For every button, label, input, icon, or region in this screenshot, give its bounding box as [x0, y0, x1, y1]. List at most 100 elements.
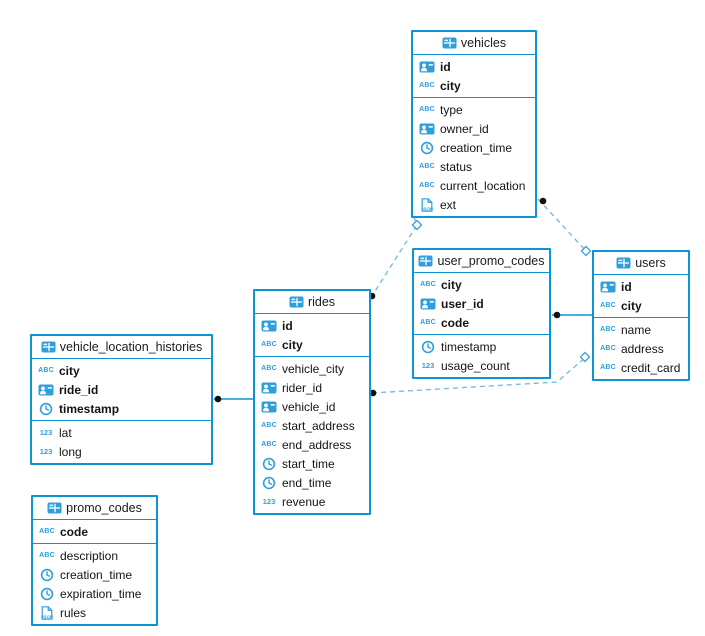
clock-icon — [420, 141, 434, 154]
column-name-label: city — [59, 363, 80, 378]
clock-icon — [262, 476, 276, 489]
column-type-icon-cell: ABC — [260, 341, 278, 348]
column-name-label: status — [440, 159, 473, 174]
column-name-label: type — [440, 102, 463, 117]
column-current_location: ABC current_location — [413, 176, 535, 195]
table-user_promo_codes[interactable]: user_promo_codes ABC city user_id ABC co… — [412, 248, 551, 379]
column-name-label: creation_time — [60, 567, 133, 582]
column-revenue: 123 revenue — [255, 492, 369, 511]
column-creation_time: creation_time — [413, 138, 535, 157]
table-header[interactable]: promo_codes — [33, 497, 156, 520]
table-users[interactable]: users id ABC city ABC name ABC address — [592, 250, 690, 381]
id-badge-icon — [600, 281, 616, 292]
abc-icon: ABC — [261, 365, 277, 372]
column-description: ABC description — [33, 546, 156, 565]
column-rider_id: rider_id — [255, 378, 369, 397]
table-rides[interactable]: rides id ABC city ABC vehicle_city — [253, 289, 371, 515]
primary-key-section: ABC code — [33, 520, 156, 543]
clock-icon — [40, 587, 54, 600]
number-icon: 123 — [421, 361, 435, 370]
table-title: promo_codes — [66, 501, 142, 515]
number-icon: 123 — [39, 428, 53, 437]
table-header[interactable]: users — [594, 252, 688, 275]
table-header[interactable]: vehicles — [413, 32, 535, 55]
table-header[interactable]: vehicle_location_histories — [32, 336, 211, 359]
column-owner_id: owner_id — [413, 119, 535, 138]
column-name-label: rider_id — [282, 380, 323, 395]
column-id: id — [413, 57, 535, 76]
columns-section: ABC type owner_id creation_time ABC stat… — [413, 97, 535, 216]
column-rules: JSON rules — [33, 603, 156, 622]
id-badge-icon — [419, 61, 435, 72]
column-type-icon-cell — [260, 476, 278, 490]
column-type-icon-cell: JSON — [418, 197, 436, 212]
abc-icon: ABC — [600, 302, 616, 309]
column-type: ABC type — [413, 100, 535, 119]
clock-icon — [421, 340, 435, 353]
column-city: ABC city — [255, 335, 369, 354]
table-title: rides — [307, 295, 336, 309]
column-name-label: city — [440, 78, 461, 93]
clock-icon — [40, 568, 54, 581]
column-type-icon-cell: ABC — [260, 365, 278, 372]
column-ride_id: ride_id — [32, 380, 211, 399]
column-type-icon-cell — [419, 340, 437, 354]
column-name-label: end_time — [282, 475, 332, 490]
column-city: ABC city — [32, 361, 211, 380]
column-code: ABC code — [414, 313, 549, 332]
column-name-label: rules — [60, 605, 87, 620]
column-code: ABC code — [33, 522, 156, 541]
primary-key-section: ABC city ride_id timestamp — [32, 359, 211, 420]
column-type-icon-cell: 123 — [260, 497, 278, 506]
column-end_time: end_time — [255, 473, 369, 492]
abc-icon: ABC — [419, 182, 435, 189]
id-badge-icon — [261, 401, 277, 412]
column-type-icon-cell: ABC — [599, 345, 617, 352]
table-vehicles[interactable]: vehicles id ABC city ABC type — [411, 30, 537, 218]
number-icon: 123 — [262, 497, 276, 506]
table-title: user_promo_codes — [437, 254, 545, 268]
abc-icon: ABC — [419, 82, 435, 89]
id-badge-icon — [261, 382, 277, 393]
column-name-label: creation_time — [440, 140, 513, 155]
column-name-label: timestamp — [441, 339, 497, 354]
table-icon — [289, 296, 304, 308]
column-type-icon-cell — [418, 61, 436, 73]
table-promo_codes[interactable]: promo_codes ABC code ABC description cre… — [31, 495, 158, 626]
table-icon — [47, 502, 62, 514]
abc-icon: ABC — [261, 341, 277, 348]
json-icon: JSON — [41, 605, 53, 620]
column-start_time: start_time — [255, 454, 369, 473]
column-name-label: user_id — [441, 296, 484, 311]
column-type-icon-cell: 123 — [419, 361, 437, 370]
column-city: ABC city — [413, 76, 535, 95]
column-name-label: end_address — [282, 437, 352, 452]
column-timestamp: timestamp — [414, 337, 549, 356]
column-credit_card: ABC credit_card — [594, 358, 688, 377]
table-icon — [442, 37, 457, 49]
column-name-label: revenue — [282, 494, 326, 509]
primary-key-section: id ABC city — [413, 55, 535, 97]
column-name-label: code — [441, 315, 470, 330]
column-type-icon-cell: ABC — [599, 326, 617, 333]
table-header[interactable]: rides — [255, 291, 369, 314]
column-name-label: city — [441, 277, 462, 292]
column-type-icon-cell — [418, 123, 436, 135]
abc-icon: ABC — [38, 367, 54, 374]
abc-icon: ABC — [261, 441, 277, 448]
table-header[interactable]: user_promo_codes — [414, 250, 549, 273]
column-type-icon-cell: ABC — [38, 552, 56, 559]
column-type-icon-cell — [38, 568, 56, 582]
columns-section: ABC name ABC address ABC credit_card — [594, 317, 688, 379]
columns-section: ABC vehicle_city rider_id vehicle_id ABC… — [255, 356, 369, 513]
column-name-label: expiration_time — [60, 586, 142, 601]
column-end_address: ABC end_address — [255, 435, 369, 454]
column-lat: 123 lat — [32, 423, 211, 442]
column-name-label: current_location — [440, 178, 526, 193]
column-name-label: vehicle_id — [282, 399, 336, 414]
column-usage_count: 123 usage_count — [414, 356, 549, 375]
column-type-icon-cell — [260, 320, 278, 332]
table-vehicle_location_histories[interactable]: vehicle_location_histories ABC city ride… — [30, 334, 213, 465]
columns-section: 123 lat 123 long — [32, 420, 211, 463]
